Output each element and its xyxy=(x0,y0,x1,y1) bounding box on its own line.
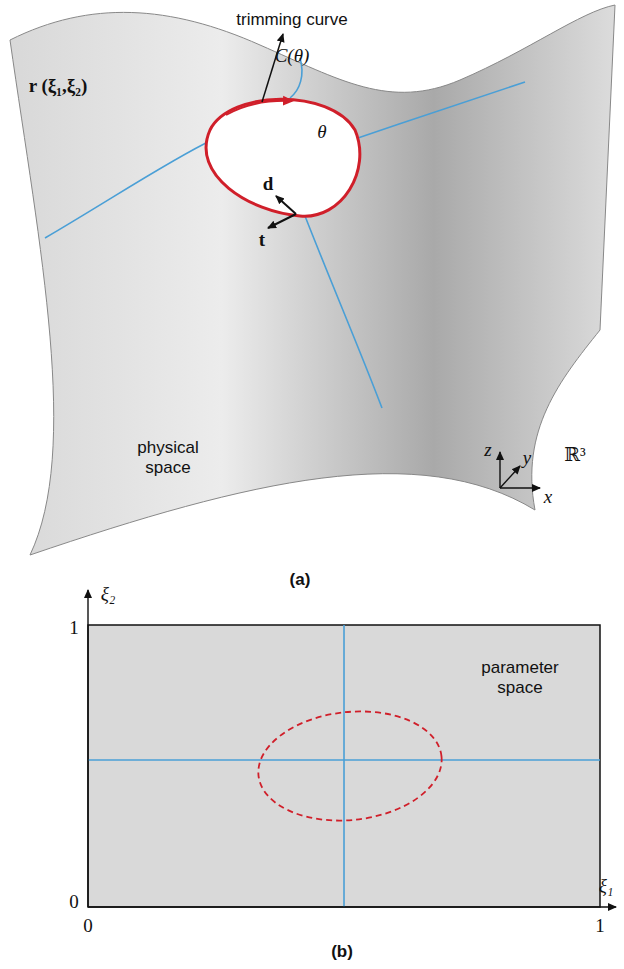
callout-text: trimming curve xyxy=(236,10,347,30)
t-vector xyxy=(268,214,296,228)
region-name: physical space xyxy=(128,438,208,477)
surface-map: r (ξ₁,ξ₂) xyxy=(29,75,88,97)
axes-3d xyxy=(500,452,540,488)
vector-name: t xyxy=(259,229,265,251)
space-symbol: ℝ³ xyxy=(564,444,586,466)
axis-name: ξ₂ xyxy=(101,583,116,605)
iso-line xyxy=(343,625,345,907)
iso-lines xyxy=(45,58,525,408)
axis-name: z xyxy=(484,439,491,461)
axis-name: x xyxy=(544,486,552,508)
leader xyxy=(262,34,283,102)
tick-number: 1 xyxy=(69,617,79,639)
iso-line xyxy=(88,759,600,761)
axis-name: y xyxy=(523,447,531,469)
angle-symbol: θ xyxy=(317,121,326,143)
panel-label: (a) xyxy=(290,570,311,590)
axis-xi2 xyxy=(87,590,88,907)
panel-label: (b) xyxy=(331,942,353,962)
axis-name: ξ₁ xyxy=(599,875,614,897)
axis-xi1 xyxy=(88,906,616,907)
region-name: parameter space xyxy=(470,658,570,697)
trimming-curve xyxy=(206,99,360,216)
tick-number: 1 xyxy=(595,915,605,937)
parameter-square xyxy=(88,625,600,907)
curve-name: C(θ) xyxy=(275,45,310,67)
tick-number: 0 xyxy=(83,915,93,937)
vector-name: d xyxy=(263,173,274,195)
trimming-curve-param xyxy=(253,703,447,830)
surface xyxy=(10,5,615,555)
d-vector xyxy=(276,196,296,214)
theta-arrow xyxy=(226,101,292,115)
tick-number: 0 xyxy=(69,891,79,913)
